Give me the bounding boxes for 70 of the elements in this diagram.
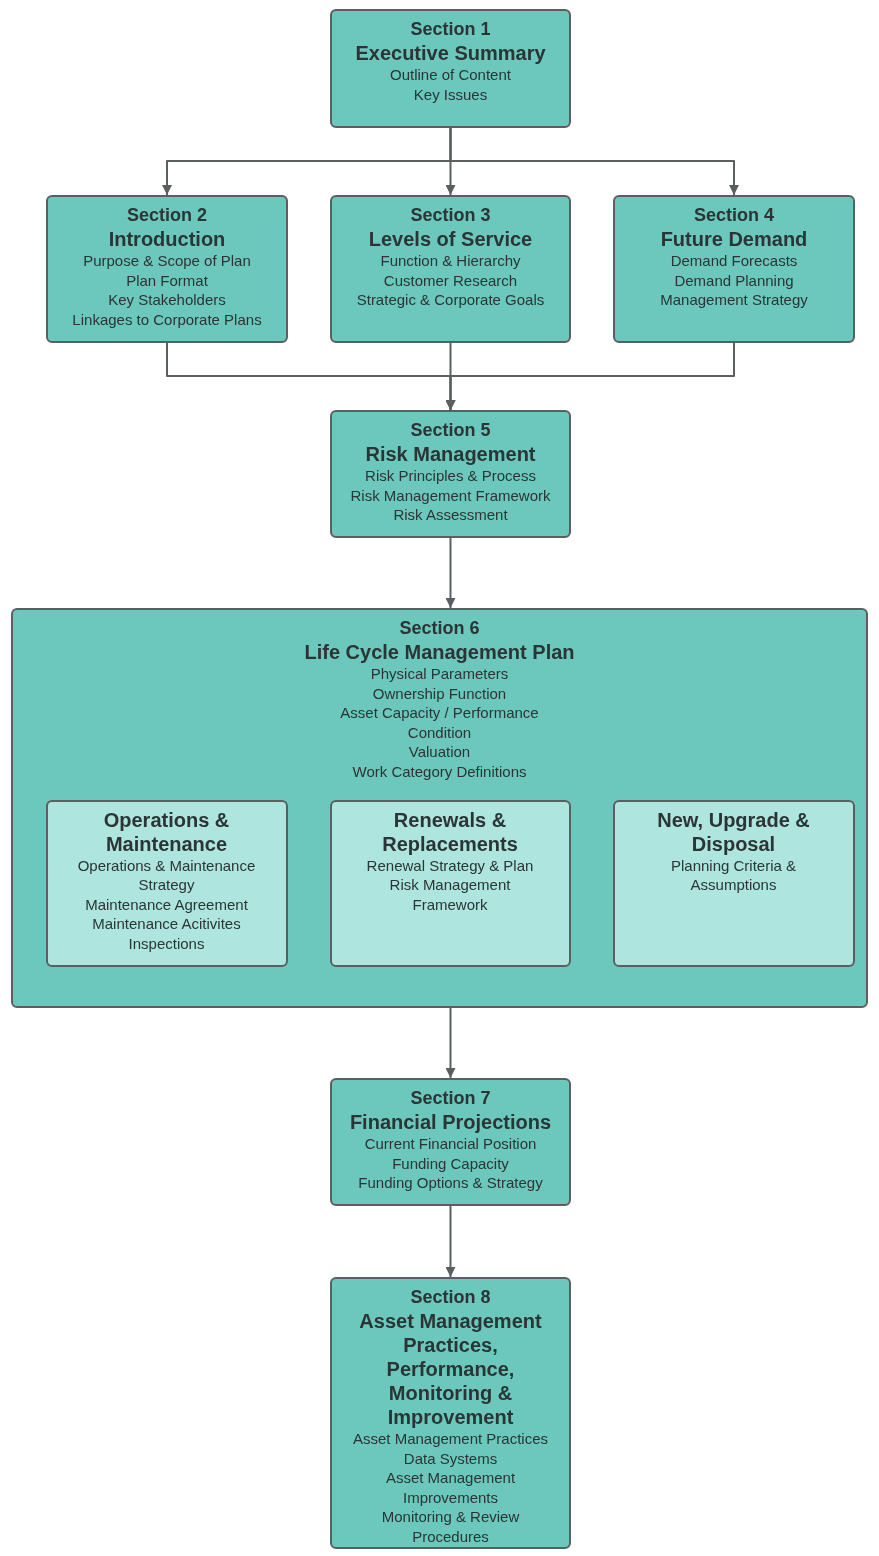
topic-text: Risk Principles & Process: [364, 466, 537, 486]
topic-text: Strategic & Corporate Goals: [355, 290, 546, 310]
topic-text: Funding Options & Strategy: [357, 1173, 544, 1193]
topic-text: Condition: [406, 722, 473, 742]
section-number: Section 2: [126, 204, 208, 227]
section-title: Introduction: [107, 227, 227, 251]
topic-text: Outline of Content: [389, 65, 512, 85]
topic-text: Funding Capacity: [391, 1153, 510, 1173]
section-number: Section 8: [409, 1286, 492, 1309]
topic-text: Inspections: [127, 933, 206, 953]
connector-arrow: [445, 342, 735, 411]
topic-text: Plan Format: [125, 270, 209, 290]
section-title: Renewals & Replacements: [381, 807, 519, 856]
topic-text: Planning Criteria & Assumptions: [669, 855, 798, 895]
section-box: [330, 410, 571, 538]
section-box: [330, 195, 571, 343]
topic-text: Data Systems: [402, 1448, 499, 1468]
section-box: [613, 195, 855, 343]
topic-text: Physical Parameters: [369, 664, 510, 684]
section-box: [330, 1078, 571, 1206]
connector-arrow: [445, 537, 456, 609]
topic-text: Ownership Function: [371, 683, 508, 703]
topic-text: Risk Management Framework: [388, 875, 512, 914]
topic-text: Asset Management Practices: [351, 1429, 550, 1449]
topic-text: Demand Planning: [673, 270, 795, 290]
topic-text: Operations & Maintenance Strategy: [77, 855, 256, 895]
topic-text: Current Financial Position: [363, 1134, 538, 1154]
topic-text: Key Issues: [412, 84, 489, 104]
section-title: Operations & Maintenance: [102, 807, 231, 856]
section-title: New, Upgrade & Disposal: [656, 807, 811, 856]
section-number: Section 7: [409, 1087, 492, 1110]
section-title: Life Cycle Management Plan: [303, 640, 576, 664]
connector-arrow: [449, 127, 739, 196]
section-number: Section 1: [409, 18, 492, 41]
topic-text: Maintenance Agreement: [84, 894, 249, 914]
connector-arrow: [445, 1205, 456, 1278]
section-title: Financial Projections: [348, 1110, 553, 1134]
topic-text: Risk Management Framework: [349, 485, 552, 505]
topic-text: Renewal Strategy & Plan: [365, 855, 535, 875]
topic-text: Asset Management Improvements: [384, 1468, 517, 1507]
topic-text: Management Strategy: [659, 290, 809, 310]
topic-text: Risk Assessment: [392, 505, 509, 525]
topic-text: Work Category Definitions: [351, 761, 528, 781]
section-number: Section 3: [409, 204, 492, 227]
section-title: Future Demand: [659, 227, 809, 251]
topic-text: Linkages to Corporate Plans: [71, 309, 263, 329]
subsection-box: [612, 799, 855, 967]
section-number: Section 5: [409, 419, 492, 442]
section-number: Section 4: [693, 204, 775, 227]
connector-arrow: [445, 1007, 456, 1079]
section-title: Levels of Service: [367, 227, 534, 251]
section-box: [46, 195, 288, 343]
topic-text: Monitoring & Review Procedures: [380, 1507, 521, 1546]
subsection-box: [329, 799, 571, 967]
topic-text: Valuation: [407, 742, 472, 762]
topic-text: Demand Forecasts: [669, 251, 799, 271]
topic-text: Maintenance Acitivites: [91, 914, 242, 934]
section-title: Risk Management: [364, 442, 537, 466]
section-title: Asset Management Practices, Performance, Monitoring & Improvement: [358, 1309, 543, 1429]
section-title: Executive Summary: [354, 41, 547, 65]
topic-text: Purpose & Scope of Plan: [82, 251, 252, 271]
section-box: [11, 608, 868, 1008]
topic-text: Function & Hierarchy: [379, 251, 522, 271]
section-box: [330, 9, 571, 128]
section-number: Section 6: [398, 617, 481, 640]
topic-text: Key Stakeholders: [107, 290, 227, 310]
section-box: [330, 1277, 571, 1549]
topic-text: Asset Capacity / Performance: [339, 703, 540, 723]
topic-text: Customer Research: [382, 270, 519, 290]
subsection-box: [45, 799, 288, 967]
